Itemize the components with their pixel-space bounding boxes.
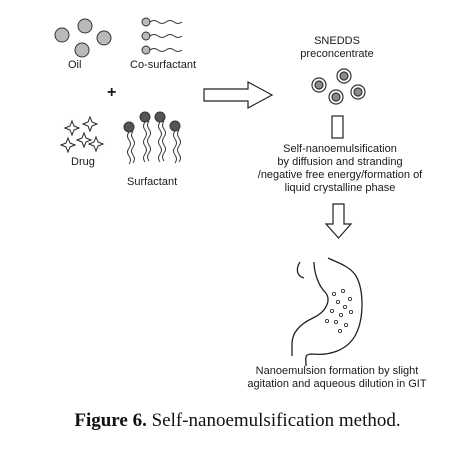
right-arrow-icon [203, 80, 274, 110]
step-text-line2: by diffusion and stranding [277, 156, 403, 168]
result-text-line2: agitation and aqueous dilution in GIT [247, 378, 427, 390]
figure-caption: Figure 6. Self-nanoemulsification method… [0, 410, 475, 432]
stomach-icon [291, 257, 363, 367]
step-text-line4: liquid crystalline phase [284, 182, 396, 194]
oil-label: Oil [68, 59, 82, 71]
cosurfactant-molecules-icon [141, 17, 183, 55]
drug-label: Drug [71, 156, 95, 168]
figure-caption-label: Figure 6. [74, 410, 147, 431]
step-text-line1: Self-nanoemulsification [283, 143, 397, 155]
figure-caption-text: Self-nanoemulsification method. [146, 410, 401, 431]
oil-droplets-icon [54, 18, 112, 58]
surfactant-label: Surfactant [127, 176, 178, 188]
drug-crystals-icon [59, 115, 105, 154]
step-text-line3: /negative free energy/formation of [257, 169, 423, 181]
plus-sign: + [107, 84, 117, 101]
preconcentrate-label: preconcentrate [300, 48, 374, 60]
down-arrow-icon [324, 203, 353, 239]
surfactant-molecules-icon [123, 111, 181, 165]
step-connector-box [331, 115, 344, 139]
cosurfactant-label: Co-surfactant [130, 59, 197, 71]
snedds-droplets-icon [311, 68, 366, 105]
result-text-line1: Nanoemulsion formation by slight [255, 365, 419, 377]
snedds-label: SNEDDS [314, 35, 360, 47]
nanoemulsion-dots-icon [324, 288, 353, 333]
